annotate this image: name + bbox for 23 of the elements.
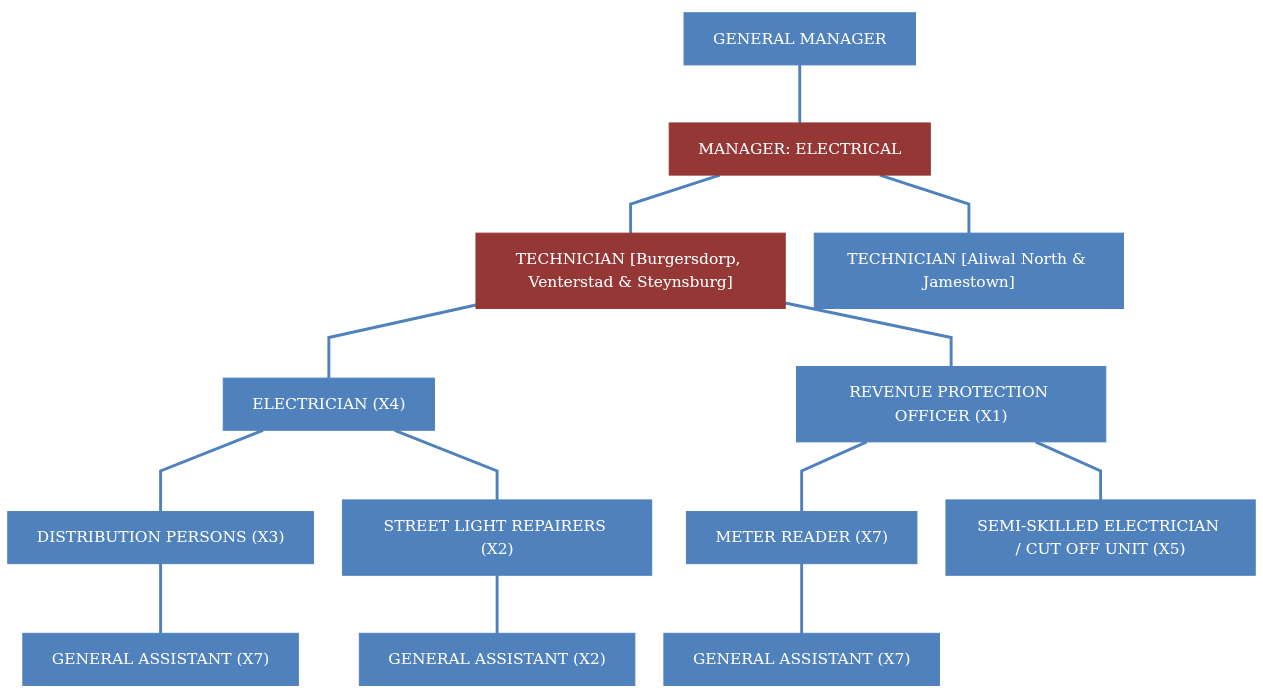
connector [629, 174, 721, 234]
node-box: GENERAL MANAGER [683, 12, 916, 66]
node-box: ELECTRICIAN (X4) [222, 378, 435, 432]
node-box: DISTRIBUTION PERSONS (X3) [7, 511, 314, 565]
connector [879, 174, 971, 234]
connector [798, 65, 802, 124]
node-box: GENERAL ASSISTANT (X7) [663, 633, 940, 687]
node-box: MANAGER: ELECTRICAL [668, 122, 931, 176]
connector [800, 564, 804, 634]
node-box: TECHNICIAN [Burgersdorp, Venterstad & Steynsburg] [475, 233, 786, 310]
connector [159, 564, 163, 634]
connector [495, 575, 499, 634]
node-box: STREET LIGHT REPAIRERS (X2) [341, 499, 653, 577]
connector [159, 429, 264, 512]
node-box: GENERAL ASSISTANT (X7) [22, 633, 299, 687]
node-box: GENERAL ASSISTANT (X2) [358, 633, 636, 687]
connector [784, 301, 953, 367]
node-box: REVENUE PROTECTION OFFICER (X1) [796, 366, 1107, 443]
node-box: SEMI-SKILLED ELECTRICIAN / CUT OFF UNIT (X5) [945, 499, 1256, 577]
node-box: TECHNICIAN [Aliwal North & Jamestown] [813, 233, 1125, 310]
node-box: METER READER (X7) [685, 511, 918, 565]
connector [394, 429, 499, 501]
connector [327, 303, 477, 379]
